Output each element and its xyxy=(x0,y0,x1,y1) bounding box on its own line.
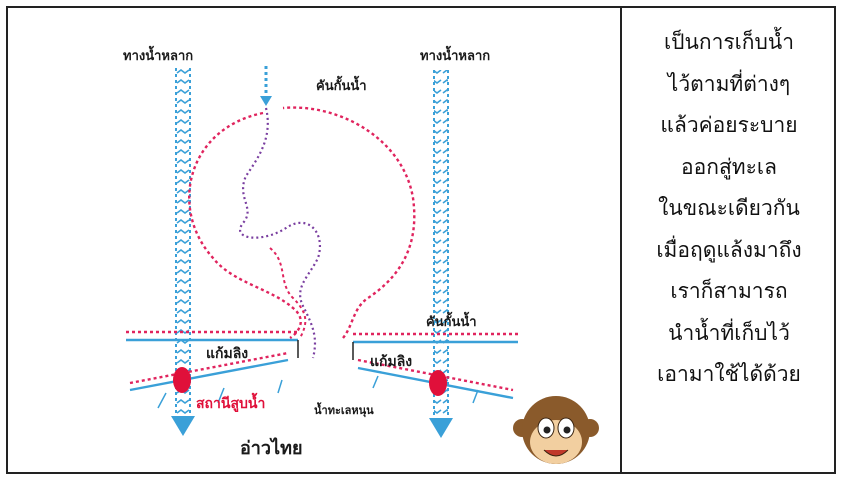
label-spillway-left: ทางน้ำหลาก xyxy=(123,45,193,64)
monkey-cheek-diagram: ทางน้ำหลาก ทางน้ำหลาก คันกั้นน้ำ คันกั้น… xyxy=(8,8,620,472)
label-gulf: อ่าวไทย xyxy=(240,437,303,459)
explanation-line: เราก็สามารถ xyxy=(670,279,788,303)
explanation-line: ในขณะเดียวกัน xyxy=(658,196,800,220)
label-pump-station: สถานีสูบน้ำ xyxy=(196,392,265,412)
label-tidal-water: น้ำทะเลหนุน xyxy=(314,402,374,418)
explanation-line: นำน้ำที่เก็บไว้ xyxy=(668,320,790,345)
pump-station-left xyxy=(173,367,191,393)
left-cheek-structure xyxy=(126,330,299,392)
inner-stream xyxy=(239,107,321,359)
explanation-panel: เป็นการเก็บน้ำ ไว้ตามที่ต่างๆ แล้วค่อยระ… xyxy=(624,22,834,462)
explanation-line: เมื่อฤดูแล้งมาถึง xyxy=(656,237,802,262)
center-inflow xyxy=(260,66,272,106)
label-spillway-right: ทางน้ำหลาก xyxy=(420,45,490,64)
explanation-line: เอามาใช้ได้ด้วย xyxy=(657,362,801,386)
label-dike-right: คันกั้นน้ำ xyxy=(426,311,477,330)
spillway-right-river xyxy=(429,70,453,438)
explanation-line: เป็นการเก็บน้ำ xyxy=(663,30,795,54)
dike-outline xyxy=(188,106,416,340)
monkey-mascot xyxy=(513,396,599,464)
inner-channel xyxy=(269,247,307,339)
spillway-left-river xyxy=(171,68,195,436)
pump-station-right xyxy=(429,370,447,396)
explanation-line: ไว้ตามที่ต่างๆ xyxy=(667,71,791,96)
figure-frame xyxy=(6,6,836,474)
explanation-line: แล้วค่อยระบาย xyxy=(660,113,798,137)
explanation-line: ออกสู่ทะเล xyxy=(681,154,777,179)
panel-divider xyxy=(620,6,622,474)
tidal-arrows xyxy=(157,375,479,409)
label-cheek-left: แก้มลิง xyxy=(206,346,248,362)
label-dike-top: คันกั้นน้ำ xyxy=(316,75,367,94)
label-cheek-right: แก้มลิง xyxy=(370,354,412,370)
